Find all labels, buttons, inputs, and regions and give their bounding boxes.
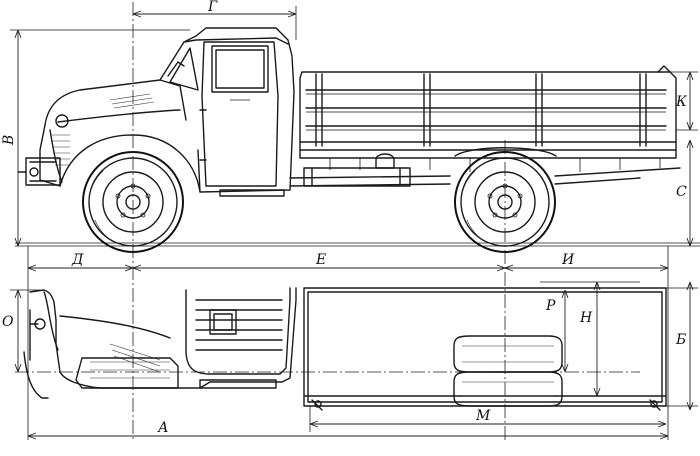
dim-label-n: Н (579, 310, 593, 326)
dim-label-k: К (675, 94, 688, 110)
dim-label-p: Р (545, 298, 556, 314)
dim-label-s: С (676, 184, 687, 200)
dimension-label-group: Г В К С Д Е И О Р Н Б М А (1, 0, 688, 436)
side-view (15, 27, 700, 253)
dim-label-d: Д (71, 252, 84, 268)
dim-label-v: В (1, 135, 17, 146)
dim-label-e: Е (315, 252, 326, 268)
chassis (289, 147, 681, 187)
dim-label-i: И (561, 252, 575, 268)
cargo-body (299, 65, 677, 172)
dim-label-b: Б (675, 332, 686, 348)
top-view (23, 287, 667, 411)
dim-label-a: А (157, 420, 169, 436)
dim-label-m: М (475, 408, 491, 424)
hood-and-fender (17, 79, 201, 193)
dim-label-o: О (2, 314, 14, 330)
cab (159, 27, 295, 197)
dim-label-g: Г (207, 0, 218, 15)
dimension-lines (10, 6, 698, 440)
center-lines (15, 2, 640, 440)
